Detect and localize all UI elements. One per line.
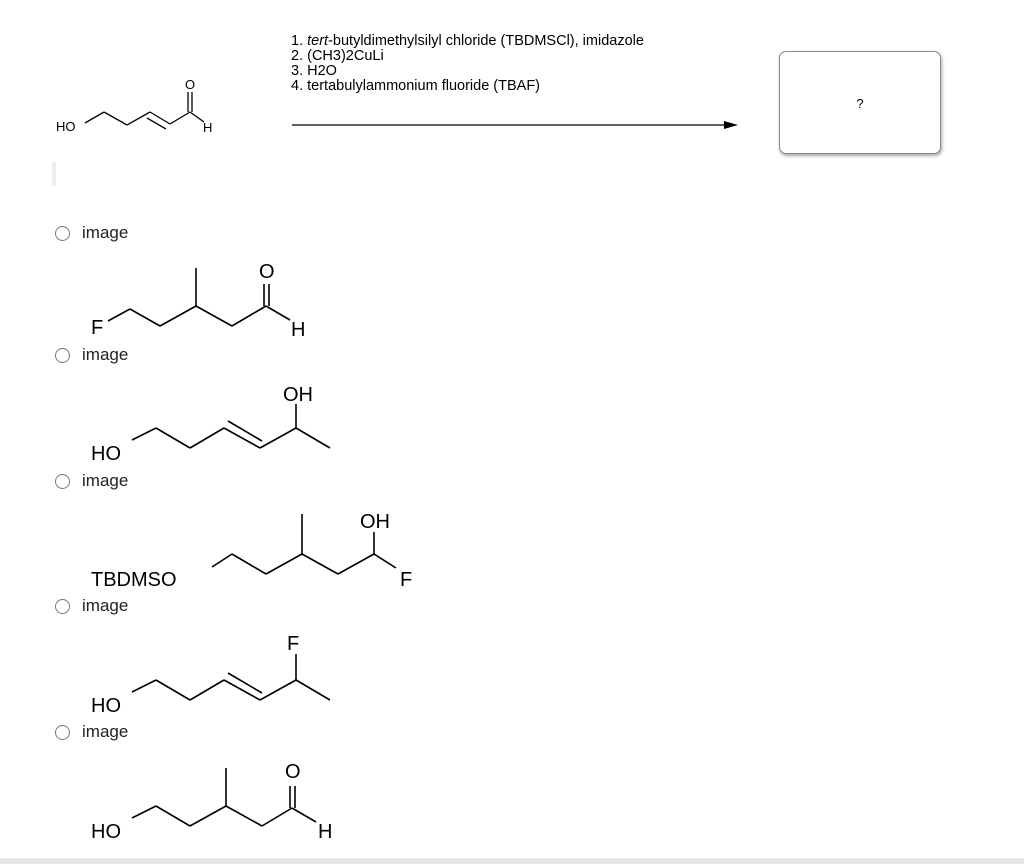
option-5-o-label: O (285, 761, 301, 783)
option-4-f-label: F (287, 633, 299, 655)
option-1-o-label: O (259, 261, 275, 283)
option-1-f-label: F (91, 317, 103, 339)
divider (52, 162, 56, 186)
product-unknown-label: ? (856, 96, 864, 111)
option-3-structure: OH TBDMSO F (91, 511, 412, 591)
option-3-f-label: F (400, 569, 412, 591)
reaction-conditions: 1. tert-butyldimethylsilyl chloride (TBD… (291, 34, 644, 94)
option-2-structure: OH HO (91, 384, 331, 465)
option-5[interactable]: image (55, 720, 128, 744)
option-1-h-label: H (291, 319, 305, 341)
option-3-label: image (82, 471, 129, 490)
bottom-divider (0, 858, 1024, 864)
condition-step-1: 1. tert-butyldimethylsilyl chloride (TBD… (291, 34, 644, 49)
option-3-oh-label: OH (360, 511, 390, 533)
option-1-label: image (82, 223, 129, 242)
option-4-radio[interactable] (55, 598, 70, 614)
option-3[interactable]: image (55, 469, 128, 493)
reactant-o-label: O (185, 77, 195, 92)
condition-step-3: 3. H2O (291, 63, 337, 79)
option-1[interactable]: image (55, 221, 128, 245)
condition-step-1-text: -butyldimethylsilyl chloride (TBDMSCl), … (328, 33, 644, 49)
option-4-ho-label: HO (91, 695, 121, 717)
option-3-tbdmso-label: TBDMSO (91, 569, 177, 591)
reactant-structure: HO O H (56, 77, 212, 135)
condition-step-1-italic: tert (307, 33, 329, 49)
option-4-structure: F HO (91, 633, 331, 717)
option-5-structure: O HO H (91, 761, 332, 843)
option-2-label: image (82, 345, 129, 364)
option-4[interactable]: image (55, 594, 128, 618)
option-5-label: image (82, 722, 129, 741)
option-3-radio[interactable] (55, 473, 70, 489)
option-2[interactable]: image (55, 343, 128, 367)
option-5-radio[interactable] (55, 724, 70, 740)
condition-step-4: 4. tertabulylammonium fluoride (TBAF) (291, 78, 540, 94)
product-answer-box: ? (779, 51, 941, 154)
option-2-radio[interactable] (55, 347, 70, 363)
option-2-ho-label: HO (91, 443, 121, 465)
option-1-radio[interactable] (55, 225, 70, 241)
condition-step-1-number: 1. (291, 33, 304, 49)
option-1-structure: F O H (91, 261, 305, 341)
option-5-ho-label: HO (91, 821, 121, 843)
reactant-ho-label: HO (56, 119, 76, 134)
option-4-label: image (82, 596, 129, 615)
condition-step-2: 2. (CH3)2CuLi (291, 48, 384, 64)
option-5-h-label: H (318, 821, 332, 843)
reactant-h-label: H (203, 120, 212, 135)
reaction-arrow (292, 121, 738, 129)
option-2-oh-label: OH (283, 384, 313, 406)
